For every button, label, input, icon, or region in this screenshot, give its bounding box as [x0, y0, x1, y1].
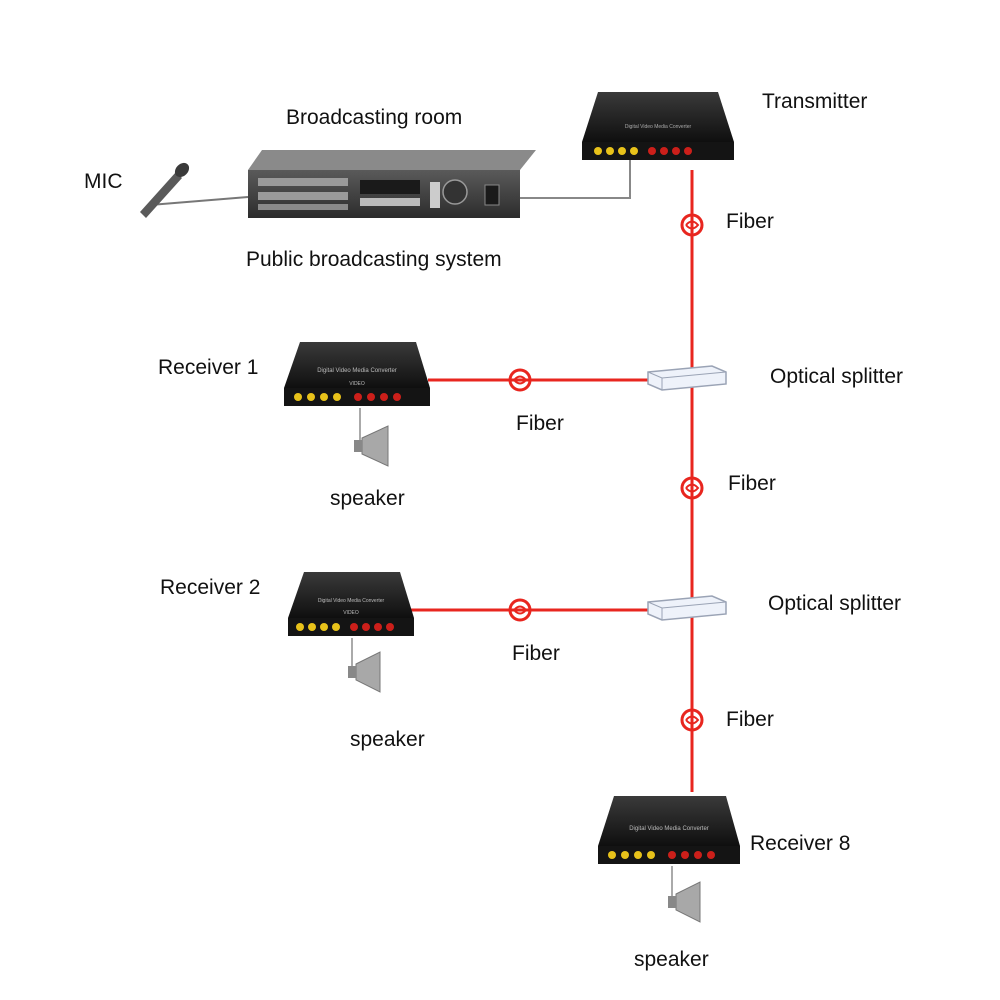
mic-cable — [149, 196, 249, 206]
broadcasting-room-label: Broadcasting room — [286, 106, 463, 129]
receiver-1-device: Digital Video Media Converter VIDEO — [284, 342, 430, 406]
optical-splitter-2 — [647, 595, 727, 621]
public-broadcasting-system-label: Public broadcasting system — [246, 248, 502, 271]
fiber-label-1: Fiber — [726, 210, 774, 233]
optical-splitter-1 — [647, 365, 727, 391]
fiber-connector-icon — [680, 213, 704, 237]
fiber-connector-icon — [680, 708, 704, 732]
transmitter-label: Transmitter — [762, 90, 868, 113]
fiber-label-5: Fiber — [726, 708, 774, 731]
speaker-label-3: speaker — [634, 948, 709, 971]
svg-text:Digital Video Media Converter: Digital Video Media Converter — [317, 368, 397, 374]
amplifier-rack — [248, 150, 536, 218]
svg-text:VIDEO: VIDEO — [349, 381, 365, 387]
svg-text:Digital Video Media Converter: Digital Video Media Converter — [318, 598, 385, 604]
port-row — [608, 851, 715, 859]
fiber-connector-icon — [680, 476, 704, 500]
fiber-connector-icon — [508, 368, 532, 392]
rack-transmitter-cable — [520, 160, 631, 199]
receiver-8-label: Receiver 8 — [750, 832, 851, 855]
speaker-label-1: speaker — [330, 487, 405, 510]
receiver-2-device: Digital Video Media Converter VIDEO — [288, 572, 414, 636]
fiber-label-2: Fiber — [516, 412, 564, 435]
fiber-label-3: Fiber — [728, 472, 776, 495]
port-row — [296, 623, 394, 631]
optical-splitter-label-2: Optical splitter — [768, 592, 902, 615]
port-row — [294, 393, 401, 401]
receiver-8-device: Digital Video Media Converter — [598, 796, 740, 864]
speaker-horn-icon — [348, 638, 381, 693]
speaker-horn-icon — [354, 408, 389, 467]
receiver-2-label: Receiver 2 — [160, 576, 261, 599]
fiber-label-4: Fiber — [512, 642, 560, 665]
svg-text:Digital Video Media Converter: Digital Video Media Converter — [625, 124, 692, 130]
speaker-label-2: speaker — [350, 728, 425, 751]
transmitter-device: Digital Video Media Converter — [582, 92, 734, 160]
receiver-1-label: Receiver 1 — [158, 356, 259, 379]
svg-text:Digital Video Media Converter: Digital Video Media Converter — [629, 826, 709, 832]
speaker-horn-icon — [668, 866, 701, 923]
microphone-icon — [140, 162, 190, 218]
svg-text:VIDEO: VIDEO — [343, 610, 359, 616]
optical-splitter-label-1: Optical splitter — [770, 365, 904, 388]
mic-label: MIC — [84, 170, 123, 193]
port-row — [594, 147, 692, 155]
fiber-connector-icon — [508, 598, 532, 622]
